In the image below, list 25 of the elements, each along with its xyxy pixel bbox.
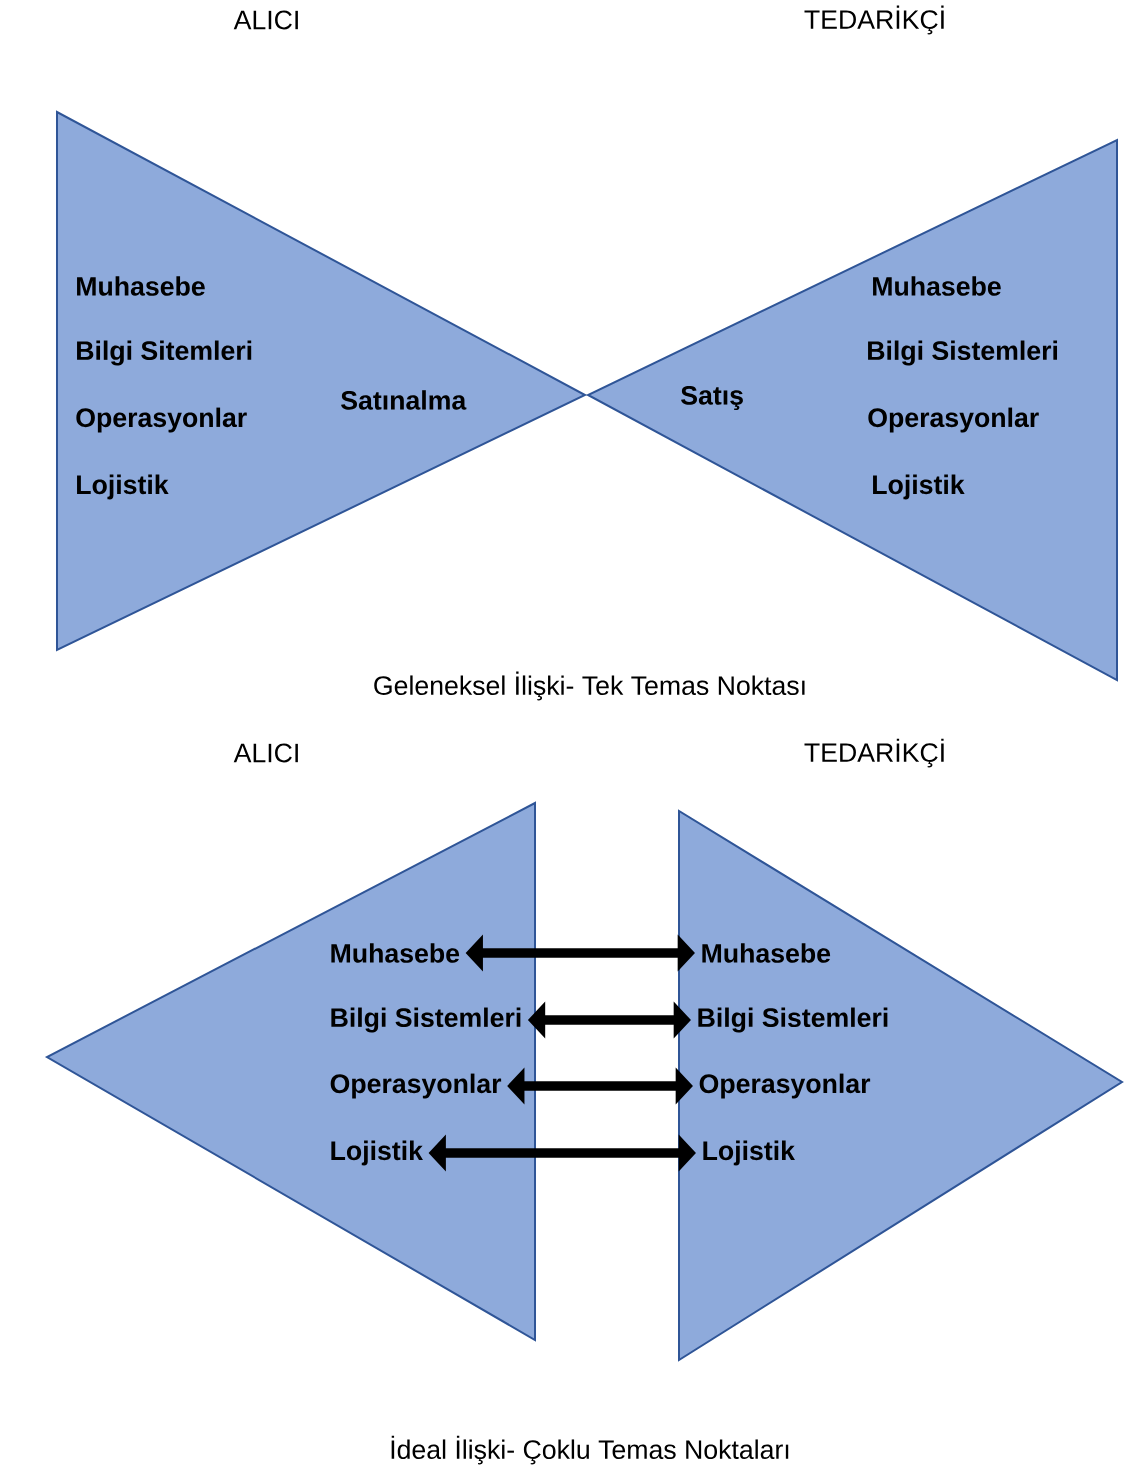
item-label: Bilgi Sitemleri [77, 340, 252, 366]
item-label: Satış [681, 385, 743, 411]
item-label: Muhasebe [702, 943, 831, 963]
item-label: Muhasebe [77, 276, 205, 296]
item-label: Lojistik [703, 1140, 795, 1166]
caption: Geleneksel İlişki- Tek Temas Noktası [374, 671, 805, 701]
item-label: Operasyonlar [76, 407, 247, 433]
item-label: Muhasebe [873, 276, 1001, 296]
item-label: Lojistik [77, 474, 169, 500]
item-label: Lojistik [873, 474, 965, 500]
double-arrow [507, 1067, 693, 1105]
heading: ALICI [233, 10, 298, 30]
item-label: Muhasebe [331, 943, 460, 963]
item-label: Operasyonlar [699, 1073, 871, 1099]
item-label: Operasyonlar [330, 1073, 502, 1099]
heading: TEDARİKÇİ [804, 5, 944, 35]
item-label: Satınalma [341, 390, 467, 410]
item-label: Bilgi Sistemleri [331, 1007, 521, 1033]
item-label: Operasyonlar [868, 407, 1039, 433]
item-label: Lojistik [331, 1140, 423, 1166]
item-label: Bilgi Sistemleri [868, 340, 1057, 366]
item-label: Bilgi Sistemleri [698, 1007, 888, 1033]
caption: İdeal İlişki- Çoklu Temas Noktaları [391, 1435, 789, 1465]
heading: ALICI [233, 743, 298, 763]
heading: TEDARİKÇİ [804, 738, 944, 768]
